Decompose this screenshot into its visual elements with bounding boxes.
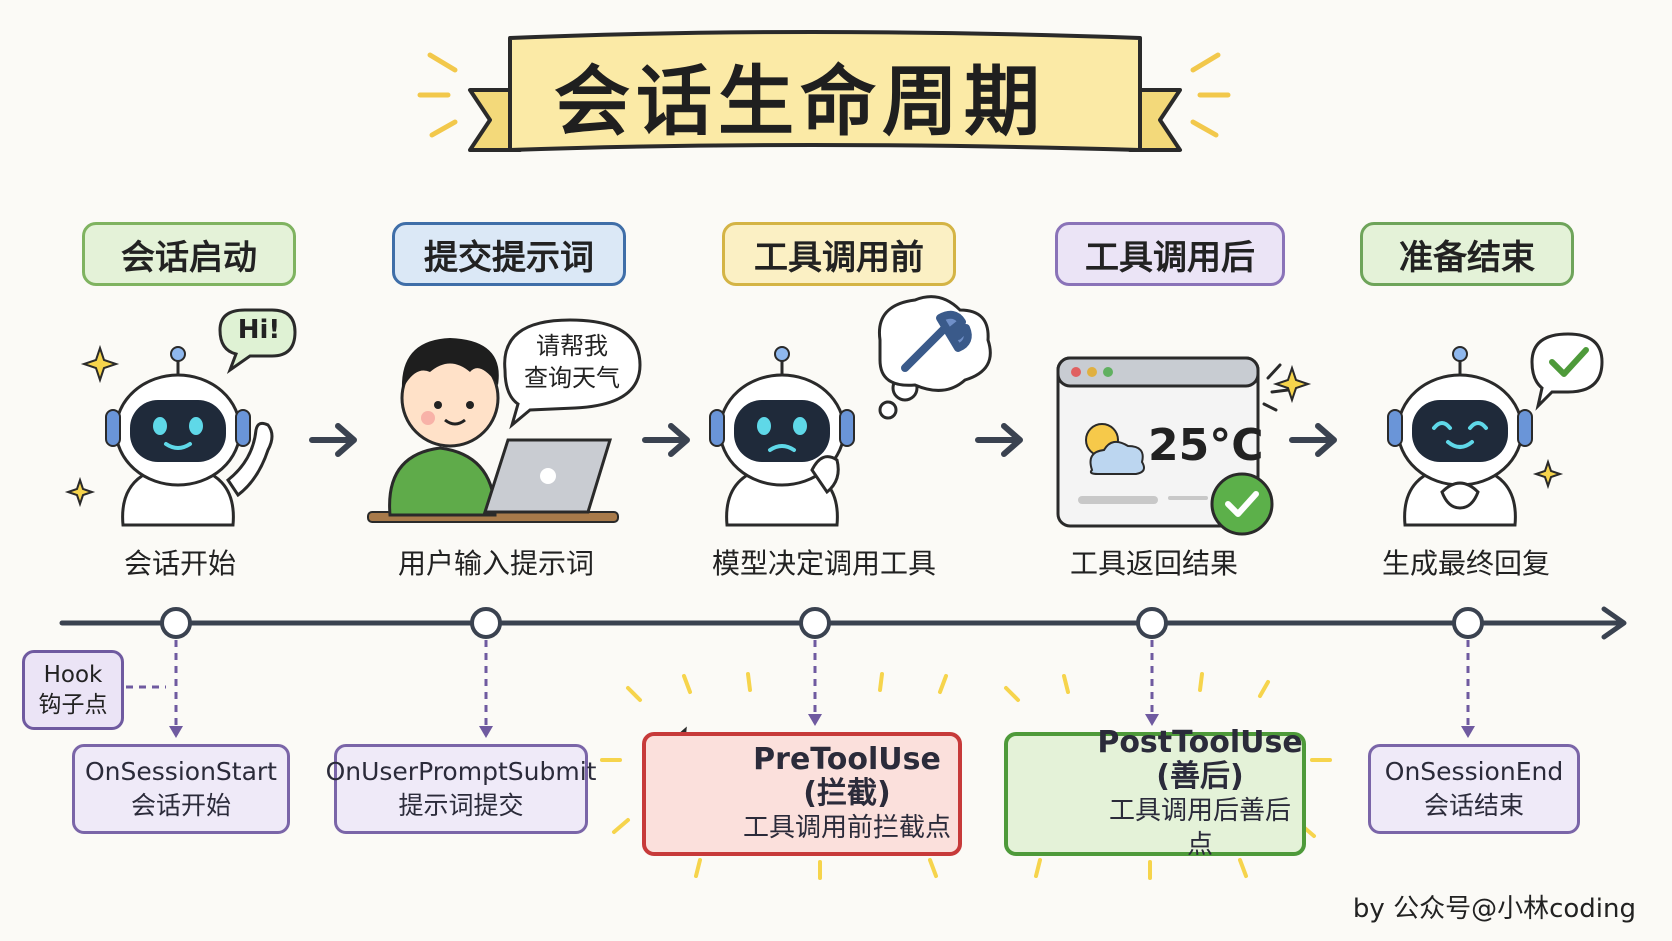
hook-legend: Hook 钩子点 xyxy=(22,650,124,730)
speech-bubble-hi xyxy=(218,308,297,375)
hook-on-session-start: OnSessionStart 会话开始 xyxy=(72,744,290,834)
robot-waving-icon xyxy=(105,346,274,527)
timeline-node xyxy=(1136,607,1168,639)
caption-prepare-end: 生成最终回复 xyxy=(1381,547,1550,580)
flow-arrows xyxy=(309,423,1337,457)
stage-label-prepare-end: 准备结束 xyxy=(1360,222,1574,286)
speech-bubble-check-icon xyxy=(1530,332,1604,411)
bubble-text-request-line1: 请帮我 xyxy=(536,332,608,360)
robot-thinking-icon xyxy=(709,346,855,527)
hook-name: PostToolUse (善后) xyxy=(1097,725,1303,794)
hook-connectors xyxy=(126,640,1470,728)
caption-session-start: 会话开始 xyxy=(123,547,236,580)
stage-label-before-tool: 工具调用前 xyxy=(722,222,956,286)
stage-label-prompt-submit: 提交提示词 xyxy=(392,222,626,286)
hook-legend-line2: 钩子点 xyxy=(38,692,108,718)
sparkle-lines-left xyxy=(417,52,458,138)
hook-connector-arrowheads xyxy=(169,714,1475,738)
speech-bubble-request xyxy=(503,318,642,430)
timeline-node xyxy=(470,607,502,639)
timeline-node xyxy=(799,607,831,639)
footer-credit: by 公众号@小林coding xyxy=(1352,894,1636,924)
caption-after-tool: 工具返回结果 xyxy=(1069,547,1238,580)
hook-post-tool-use: PostToolUse (善后) 工具调用后善后点 xyxy=(1004,726,1306,860)
sparkle-icon xyxy=(64,344,1564,508)
bubble-text-request: 请帮我 查询天气 xyxy=(510,330,634,394)
timeline-node xyxy=(1452,607,1484,639)
pretool-glow-rays xyxy=(600,672,948,880)
bubble-text-request-line2: 查询天气 xyxy=(524,364,620,392)
user-at-laptop-icon xyxy=(367,338,619,523)
caption-before-tool: 模型决定调用工具 xyxy=(711,547,936,580)
hook-on-user-prompt-submit: OnUserPromptSubmit 提示词提交 xyxy=(326,744,596,834)
hook-desc: 提示词提交 xyxy=(398,791,524,820)
hook-desc: 工具调用后善后点 xyxy=(1108,796,1291,860)
stage-label-after-tool: 工具调用后 xyxy=(1055,222,1285,286)
hook-name: PreToolUse (拦截) xyxy=(753,742,941,811)
hook-name: OnSessionEnd xyxy=(1384,757,1564,786)
hook-desc: 工具调用前拦截点 xyxy=(742,813,951,843)
timeline xyxy=(59,606,1627,640)
hook-legend-line1: Hook xyxy=(43,662,103,688)
hook-name: OnSessionStart xyxy=(85,757,277,786)
hook-pre-tool-use: PreToolUse (拦截) 工具调用前拦截点 xyxy=(642,732,962,856)
robot-happy-icon xyxy=(1387,346,1533,527)
title-banner xyxy=(417,30,1231,152)
stage-label-session-start: 会话启动 xyxy=(82,222,296,286)
sparkle-lines-right xyxy=(1190,52,1231,138)
hook-on-session-end: OnSessionEnd 会话结束 xyxy=(1368,744,1580,834)
caption-prompt-submit: 用户输入提示词 xyxy=(397,547,594,580)
posttool-glow-rays xyxy=(1004,672,1332,880)
bubble-text-hi: Hi! xyxy=(237,315,281,345)
weather-temperature: 25°C xyxy=(1148,420,1264,471)
timeline-node xyxy=(160,607,192,639)
hook-desc: 会话开始 xyxy=(130,791,231,820)
page-title: 会话生命周期 xyxy=(554,57,1046,146)
thought-bubble-wrench-icon xyxy=(877,295,992,420)
weather-window-icon xyxy=(1056,356,1290,536)
hook-name: OnUserPromptSubmit xyxy=(325,757,597,786)
hook-desc: 会话结束 xyxy=(1423,791,1524,820)
